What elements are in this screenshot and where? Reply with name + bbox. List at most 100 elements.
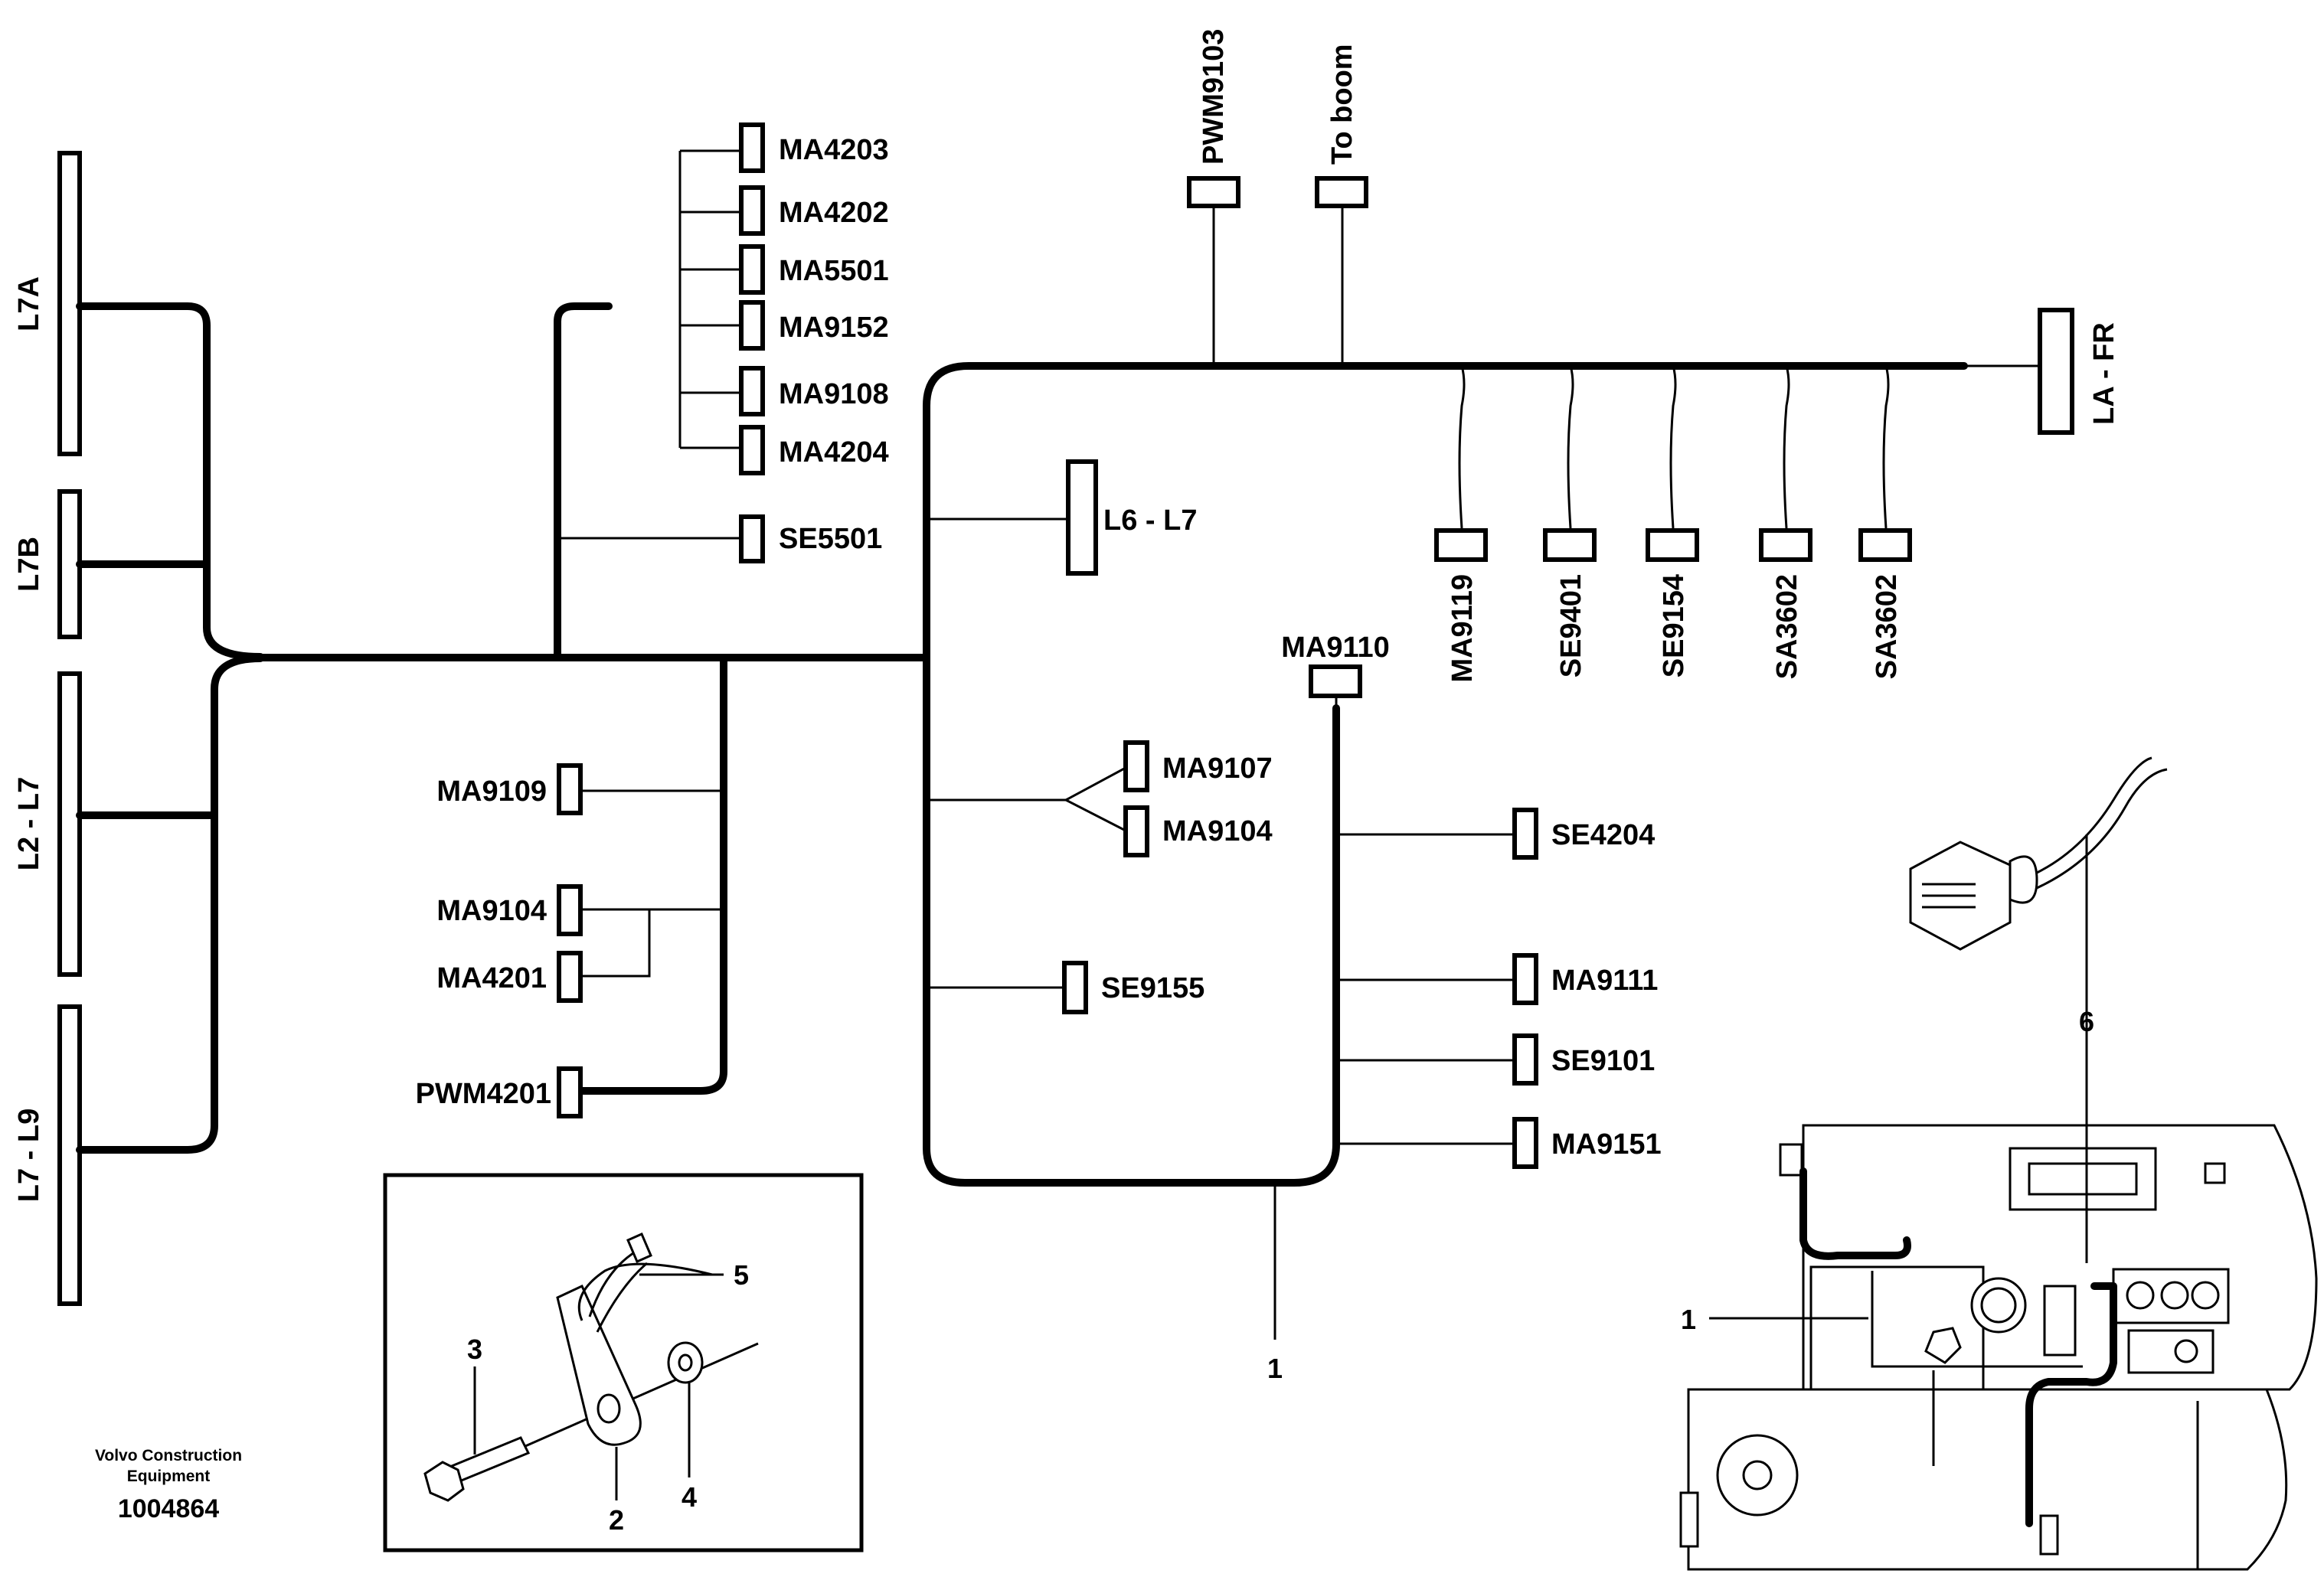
cylinder-1-inner bbox=[2028, 1162, 2138, 1196]
connector-l6-l7 bbox=[1066, 459, 1098, 576]
connector-se5501 bbox=[739, 514, 765, 563]
connector-se9101 bbox=[1512, 1033, 1538, 1086]
bar-l2-l7 bbox=[57, 671, 82, 977]
cab-panel bbox=[1809, 1265, 1985, 1391]
callout-inset-3: 3 bbox=[467, 1334, 482, 1365]
label-se5501: SE5501 bbox=[779, 523, 882, 555]
upper-housing-tab bbox=[1779, 1143, 1803, 1177]
callout-harness-1: 1 bbox=[1267, 1353, 1283, 1384]
machine-illustration bbox=[1679, 756, 2318, 1571]
label-sa3602-b: SA3602 bbox=[1871, 574, 1903, 679]
lower-housing bbox=[1687, 1388, 2288, 1571]
inset-bolt-head bbox=[423, 1461, 465, 1502]
label-to-boom: To boom bbox=[1326, 44, 1358, 165]
connector-ma9152 bbox=[739, 300, 765, 351]
inset-cable-tie bbox=[577, 1250, 713, 1333]
connector-ma4203 bbox=[739, 122, 765, 173]
label-ma4204: MA4204 bbox=[779, 436, 889, 469]
lead-sa3602-a bbox=[1783, 365, 1790, 529]
callout-machine-1: 1 bbox=[1681, 1304, 1696, 1335]
connector-ma9109 bbox=[557, 763, 583, 815]
label-pwm4201: PWM4201 bbox=[416, 1078, 551, 1110]
label-ma9104-left: MA9104 bbox=[436, 895, 547, 927]
connector-ma9104-fork bbox=[1123, 805, 1149, 857]
lead-ma9119 bbox=[1458, 365, 1466, 529]
connector-ma9108 bbox=[739, 366, 765, 416]
hub-component bbox=[1924, 1327, 1962, 1364]
wire-central-loop bbox=[923, 654, 1340, 1187]
lead-sa3602-b bbox=[1882, 365, 1890, 529]
bar-label-l7a: L7A bbox=[13, 276, 45, 331]
wire-top-horizontal bbox=[923, 362, 1968, 661]
lower-gauge bbox=[2174, 1339, 2198, 1363]
plug-cable-a bbox=[2036, 756, 2152, 874]
label-ma9104-fork: MA9104 bbox=[1162, 815, 1273, 847]
callout-inset-5: 5 bbox=[734, 1259, 749, 1291]
connector-ma4201 bbox=[557, 951, 583, 1003]
callout-inset-4: 4 bbox=[682, 1481, 697, 1513]
callout-machine-6: 6 bbox=[2079, 1006, 2094, 1037]
wire-l7a-trunk bbox=[76, 302, 264, 661]
connector-ma5501 bbox=[739, 244, 765, 295]
label-se9101: SE9101 bbox=[1551, 1045, 1655, 1077]
connector-ma9104-left bbox=[557, 884, 583, 936]
inset-washer-hole bbox=[678, 1353, 693, 1372]
gauge-1 bbox=[2126, 1281, 2155, 1310]
lead-ma4201 bbox=[582, 909, 651, 978]
lead-se9154 bbox=[1669, 365, 1677, 529]
label-l6-l7: L6 - L7 bbox=[1103, 504, 1197, 537]
lead-se9401 bbox=[1567, 365, 1574, 529]
plug-cable-b bbox=[2036, 768, 2168, 890]
machine-wire-right bbox=[2025, 1282, 2117, 1527]
label-ma9110: MA9110 bbox=[1281, 632, 1390, 664]
cylinder-1-cap bbox=[2204, 1162, 2226, 1184]
bar-l7-l9 bbox=[57, 1004, 82, 1306]
label-ma9111: MA9111 bbox=[1551, 965, 1658, 997]
lead-ma9107 bbox=[927, 766, 1126, 802]
connector-ma4204 bbox=[739, 425, 765, 475]
wire-upper-branch bbox=[554, 302, 613, 661]
connector-ma9151 bbox=[1512, 1117, 1538, 1169]
label-pwm9103: PWM9103 bbox=[1198, 29, 1230, 165]
lead-ma9104-fork bbox=[1065, 798, 1126, 832]
label-ma9152: MA9152 bbox=[779, 312, 889, 344]
label-ma9109: MA9109 bbox=[436, 775, 547, 808]
connector-ma9110 bbox=[1309, 664, 1362, 698]
label-ma4202: MA4202 bbox=[779, 197, 889, 229]
connector-pwm9103 bbox=[1187, 176, 1240, 208]
inset-bracket-hole bbox=[597, 1393, 621, 1424]
connector-se9155 bbox=[1062, 961, 1088, 1014]
gauge-2 bbox=[2160, 1281, 2189, 1310]
inset-cable-tie-head bbox=[626, 1233, 652, 1263]
connector-ma9111 bbox=[1512, 953, 1538, 1005]
connector-pwm4201 bbox=[557, 1066, 583, 1118]
connector-se9401 bbox=[1543, 528, 1597, 562]
label-ma5501: MA5501 bbox=[779, 255, 889, 287]
label-ma9108: MA9108 bbox=[779, 378, 889, 410]
machine-wire-top bbox=[1799, 1167, 1911, 1260]
connector-la-fr bbox=[2038, 308, 2074, 435]
label-sa3602-a: SA3602 bbox=[1771, 574, 1803, 679]
relay-block bbox=[2043, 1285, 2077, 1357]
label-ma4201: MA4201 bbox=[436, 962, 547, 994]
plug-collar bbox=[2009, 855, 2038, 904]
label-ma9151: MA9151 bbox=[1551, 1128, 1662, 1161]
connector-ma9107 bbox=[1123, 740, 1149, 792]
bar-label-l7-l9: L7 - L9 bbox=[13, 1108, 45, 1202]
connector-ma9119 bbox=[1434, 528, 1488, 562]
label-se9154: SE9154 bbox=[1658, 574, 1690, 677]
callout-inset-2: 2 bbox=[609, 1504, 624, 1536]
bar-l7a bbox=[57, 151, 82, 456]
label-la-fr: LA - FR bbox=[2088, 322, 2120, 425]
connector-sa3602-b bbox=[1858, 528, 1912, 562]
footer-company-line1: Volvo Construction bbox=[95, 1447, 242, 1464]
label-ma4203: MA4203 bbox=[779, 134, 889, 166]
plug-grille bbox=[1922, 883, 1976, 909]
gauge-3 bbox=[2191, 1281, 2220, 1310]
round-tank-inner bbox=[1980, 1287, 2017, 1324]
label-ma9119: MA9119 bbox=[1446, 574, 1479, 683]
wire-lower-mid-branch bbox=[578, 654, 727, 1095]
wire-l7-l9-trunk bbox=[76, 655, 264, 1154]
